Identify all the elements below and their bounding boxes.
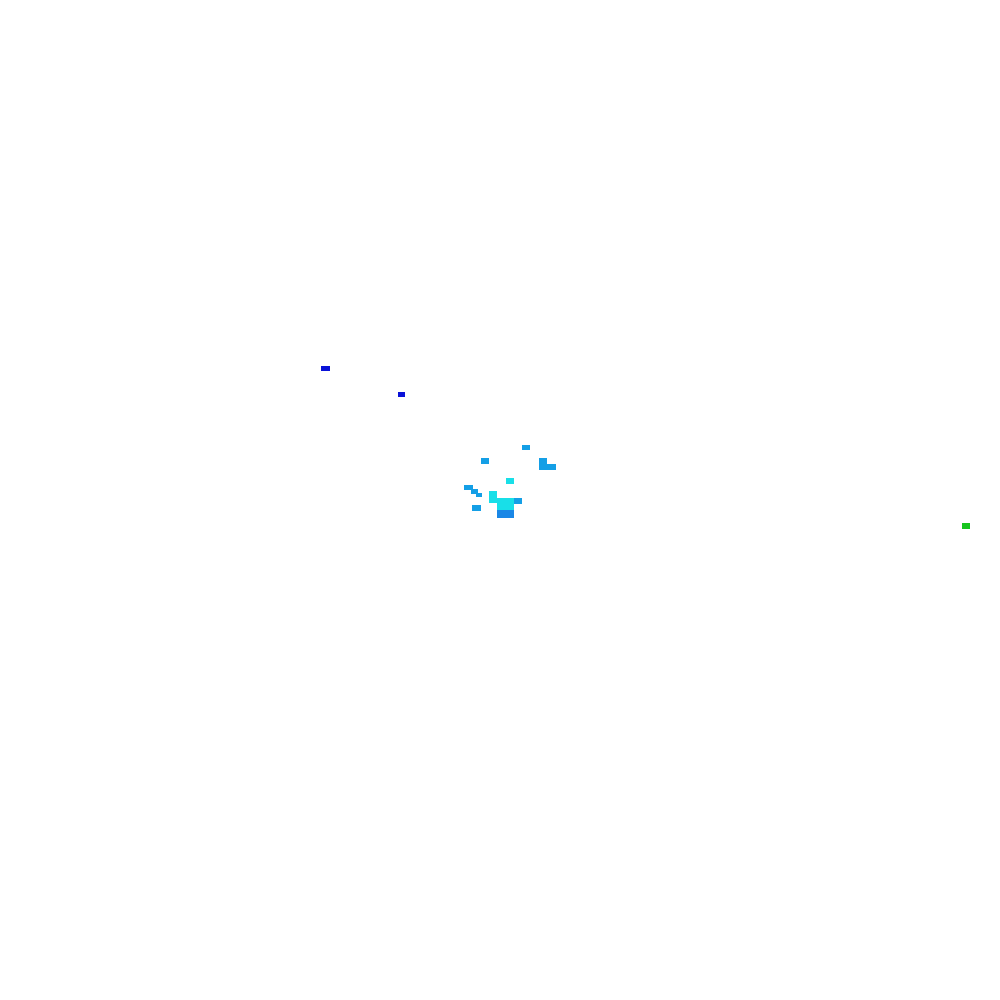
cluster-arc-segment-2: [471, 489, 478, 494]
blue-cyan-cluster: [464, 445, 556, 518]
cluster-center-right-blue: [514, 498, 522, 504]
cluster-right-upper-mark: [539, 458, 547, 464]
green-mark-right: [962, 523, 970, 529]
cluster-cyan-dot: [506, 478, 514, 484]
cluster-center-cyan-block: [497, 498, 514, 510]
dark-blue-mark-1: [321, 366, 330, 371]
cluster-center-left-cyan: [489, 491, 497, 503]
cluster-left-mark: [481, 458, 489, 464]
cluster-top-mark: [522, 445, 530, 450]
green-marks: [962, 523, 970, 529]
cluster-right-lower-mark: [539, 464, 556, 470]
cluster-bottom-blue-block: [497, 510, 514, 518]
cluster-lower-left-mark: [472, 505, 481, 511]
dark-blue-mark-2: [398, 392, 405, 397]
cluster-arc-segment-1: [464, 485, 473, 490]
cluster-arc-segment-3: [476, 493, 482, 497]
dark-blue-marks: [321, 366, 405, 397]
